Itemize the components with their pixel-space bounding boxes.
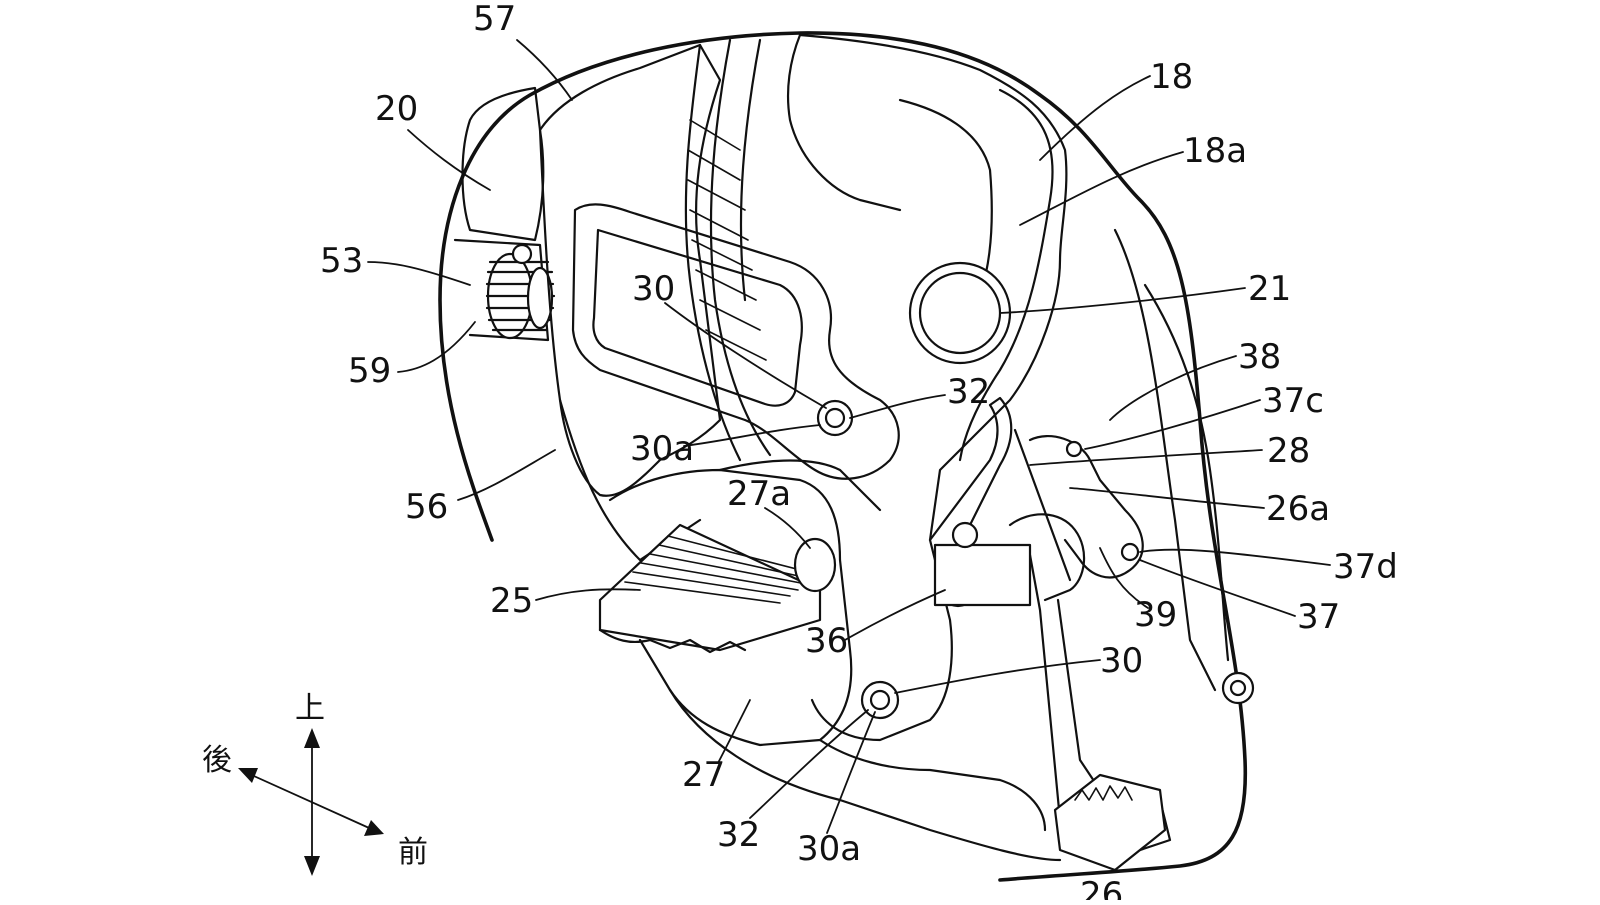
arrow-rear-icon bbox=[238, 768, 258, 783]
label-39: 39 bbox=[1134, 595, 1177, 635]
pedal-tread-26 bbox=[1053, 773, 1167, 872]
label-30a-bottom: 30a bbox=[797, 829, 861, 869]
rear-fender-line-b bbox=[1143, 283, 1230, 662]
label-37: 37 bbox=[1297, 597, 1340, 637]
arrow-down-icon bbox=[304, 856, 320, 876]
label-25: 25 bbox=[490, 581, 533, 621]
frame-plate-18a bbox=[958, 88, 1054, 462]
label-18: 18 bbox=[1150, 57, 1193, 97]
link-pin-37d bbox=[1120, 542, 1140, 562]
label-18a: 18a bbox=[1183, 131, 1247, 171]
frame-plate-18 bbox=[798, 33, 1068, 742]
link-plate-37 bbox=[1028, 435, 1144, 579]
leader-lines bbox=[367, 39, 1331, 834]
panel-stripes bbox=[687, 119, 767, 361]
label-30-bottom: 30 bbox=[1100, 641, 1143, 681]
arrow-front-icon bbox=[364, 820, 384, 836]
label-57: 57 bbox=[473, 0, 516, 39]
label-27: 27 bbox=[682, 755, 725, 795]
label-26a: 26a bbox=[1266, 489, 1330, 529]
label-21: 21 bbox=[1248, 269, 1291, 309]
label-36: 36 bbox=[805, 621, 848, 661]
rear-fender-line bbox=[1013, 228, 1217, 692]
label-38: 38 bbox=[1238, 337, 1281, 377]
label-27a: 27a bbox=[727, 474, 791, 514]
side-cover-fold bbox=[558, 398, 702, 562]
panel-band-c bbox=[739, 38, 762, 302]
label-32-bottom: 32 bbox=[717, 815, 760, 855]
panel-band-a bbox=[684, 43, 742, 462]
bolt-lower bbox=[860, 680, 900, 720]
arrow-up-icon bbox=[304, 728, 320, 748]
pushrod-39 bbox=[1008, 513, 1086, 602]
label-30a-top: 30a bbox=[630, 429, 694, 469]
footpeg-bracket-upper bbox=[571, 203, 900, 480]
label-20: 20 bbox=[375, 89, 418, 129]
label-59: 59 bbox=[348, 351, 391, 391]
bracket-window bbox=[592, 228, 803, 407]
rear-cover bbox=[461, 86, 545, 242]
side-cover-56 bbox=[538, 43, 722, 497]
label-28: 28 bbox=[1267, 431, 1310, 471]
brake-pedal-arm bbox=[928, 396, 1013, 547]
footpeg-25 bbox=[598, 523, 822, 654]
bolt-front bbox=[1221, 671, 1255, 705]
direction-compass: 上 後 前 bbox=[202, 691, 428, 876]
compass-front-label: 前 bbox=[398, 835, 428, 870]
label-37c: 37c bbox=[1262, 381, 1324, 421]
clevis-block bbox=[933, 543, 1032, 607]
callout-labels: 57 20 53 59 56 18 18a 21 38 37c 28 26a 3… bbox=[320, 0, 1398, 905]
outer-body-outline bbox=[438, 31, 1248, 882]
footpeg-boss-27a bbox=[793, 537, 837, 593]
label-53: 53 bbox=[320, 241, 363, 281]
label-26-cut: 26 bbox=[1080, 875, 1123, 900]
crankcase-curve bbox=[818, 738, 1047, 832]
label-30-top: 30 bbox=[632, 269, 675, 309]
clevis-bolt-head bbox=[951, 521, 979, 549]
link-pin-37c bbox=[1065, 440, 1083, 458]
lower-bracket-27 bbox=[608, 468, 853, 747]
label-32-top: 32 bbox=[947, 372, 990, 412]
compass-up-label: 上 bbox=[295, 691, 325, 726]
panel-band-b bbox=[709, 38, 772, 457]
lower-bracket-edge bbox=[718, 459, 882, 512]
damper-assembly bbox=[485, 243, 556, 340]
pivot-boss-21 bbox=[908, 261, 1012, 365]
label-37d: 37d bbox=[1333, 547, 1398, 587]
pedal-tread-teeth bbox=[1074, 785, 1133, 801]
compass-rear-label: 後 bbox=[202, 743, 232, 778]
panel-band-d bbox=[786, 33, 902, 212]
label-56: 56 bbox=[405, 487, 448, 527]
